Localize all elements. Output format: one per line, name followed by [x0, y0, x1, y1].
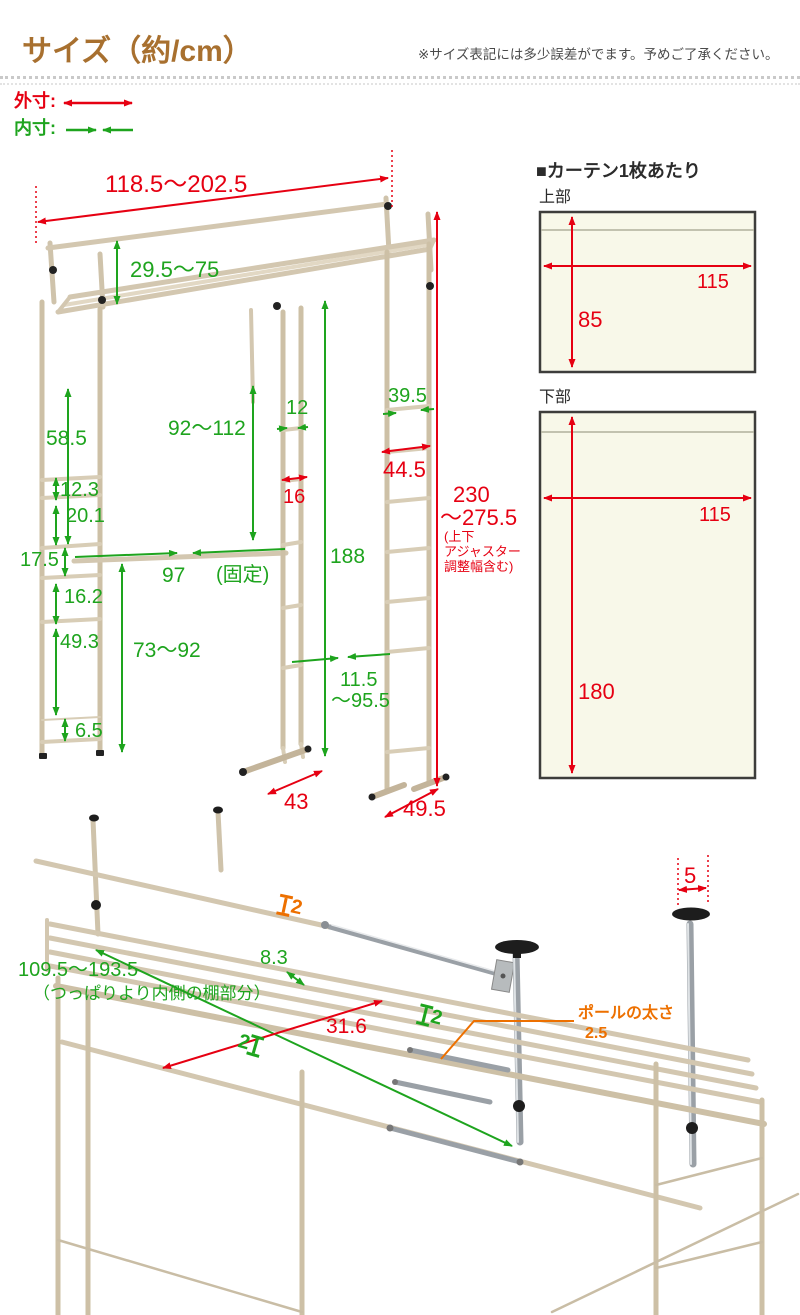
curtain-heading: ■カーテン1枚あたり: [536, 161, 701, 181]
dim-total-height: 230: [453, 482, 490, 507]
dim-foot-49-5: 49.5: [403, 796, 446, 821]
dotted-separator: [0, 76, 800, 79]
legend-outer-label: 外寸:: [14, 91, 56, 111]
dim-6-5: 6.5: [75, 720, 103, 742]
dim-44-5: 44.5: [383, 457, 426, 482]
curtain-top-width: 115: [697, 271, 729, 293]
pole-thickness-value: 2.5: [585, 1025, 608, 1042]
dim-97-fixed-note: (固定): [216, 564, 270, 586]
dim-16-2: 16.2: [64, 586, 103, 608]
dim-total-note-1: (上下: [444, 529, 475, 544]
dim-8-3: 8.3: [260, 947, 288, 969]
curtain-bottom-label: 下部: [539, 389, 572, 406]
dim-knob-5: 5: [684, 863, 697, 888]
dim-11-5: 11.5: [340, 669, 378, 691]
dim-foot-43: 43: [284, 789, 309, 814]
curtain-bottom-box: [538, 410, 757, 780]
page-title: サイズ（約/cm）: [22, 35, 253, 68]
dim-188: 188: [330, 545, 366, 568]
pole-thickness-label: ポールの太さ: [578, 1005, 675, 1022]
dim-49-3: 49.3: [60, 631, 99, 653]
dim-20-1: 20.1: [66, 505, 105, 527]
dim-12: 12: [286, 397, 309, 419]
dim-39-5: 39.5: [388, 385, 427, 407]
curtain-top-box: [538, 210, 757, 374]
dim-shelf-range: 109.5～193.5: [18, 959, 139, 981]
main-dimension-arrows: [35, 150, 441, 818]
size-disclaimer-note: ※サイズ表記には多少誤差がでます。予めご了承ください。: [418, 47, 779, 62]
dim-92-112: 92～112: [168, 417, 246, 440]
dim-total-note-2: アジャスター: [444, 544, 521, 559]
dotted-separator-2: [0, 83, 800, 85]
dim-58-5: 58.5: [46, 427, 87, 450]
dim-97: 97: [162, 564, 186, 587]
dim-73-92: 73～92: [133, 639, 201, 662]
dim-16: 16: [283, 486, 306, 508]
dim-shelf-range-note: （つっぱりより内側の棚部分）: [33, 984, 271, 1003]
curtain-bottom-width: 115: [699, 504, 731, 526]
curtain-top-label: 上部: [539, 189, 572, 206]
dim-top-width: 118.5～202.5: [105, 171, 248, 198]
closeup-dimension-arrows: [95, 855, 709, 1147]
dim-95-5: ～95.5: [331, 690, 390, 712]
dim-17-5: 17.5: [20, 549, 59, 571]
dim-total-note-3: 調整幅含む): [444, 559, 514, 574]
dim-12-3: 12.3: [60, 479, 99, 501]
curtain-top-height: 85: [578, 307, 603, 332]
curtain-bottom-height: 180: [578, 679, 615, 704]
dim-31-6: 31.6: [326, 1015, 367, 1038]
dim-total-height-2: ～275.5: [440, 505, 518, 530]
dim-drop-29-75: 29.5～75: [130, 257, 220, 282]
legend-inner-label: 内寸:: [14, 118, 56, 138]
